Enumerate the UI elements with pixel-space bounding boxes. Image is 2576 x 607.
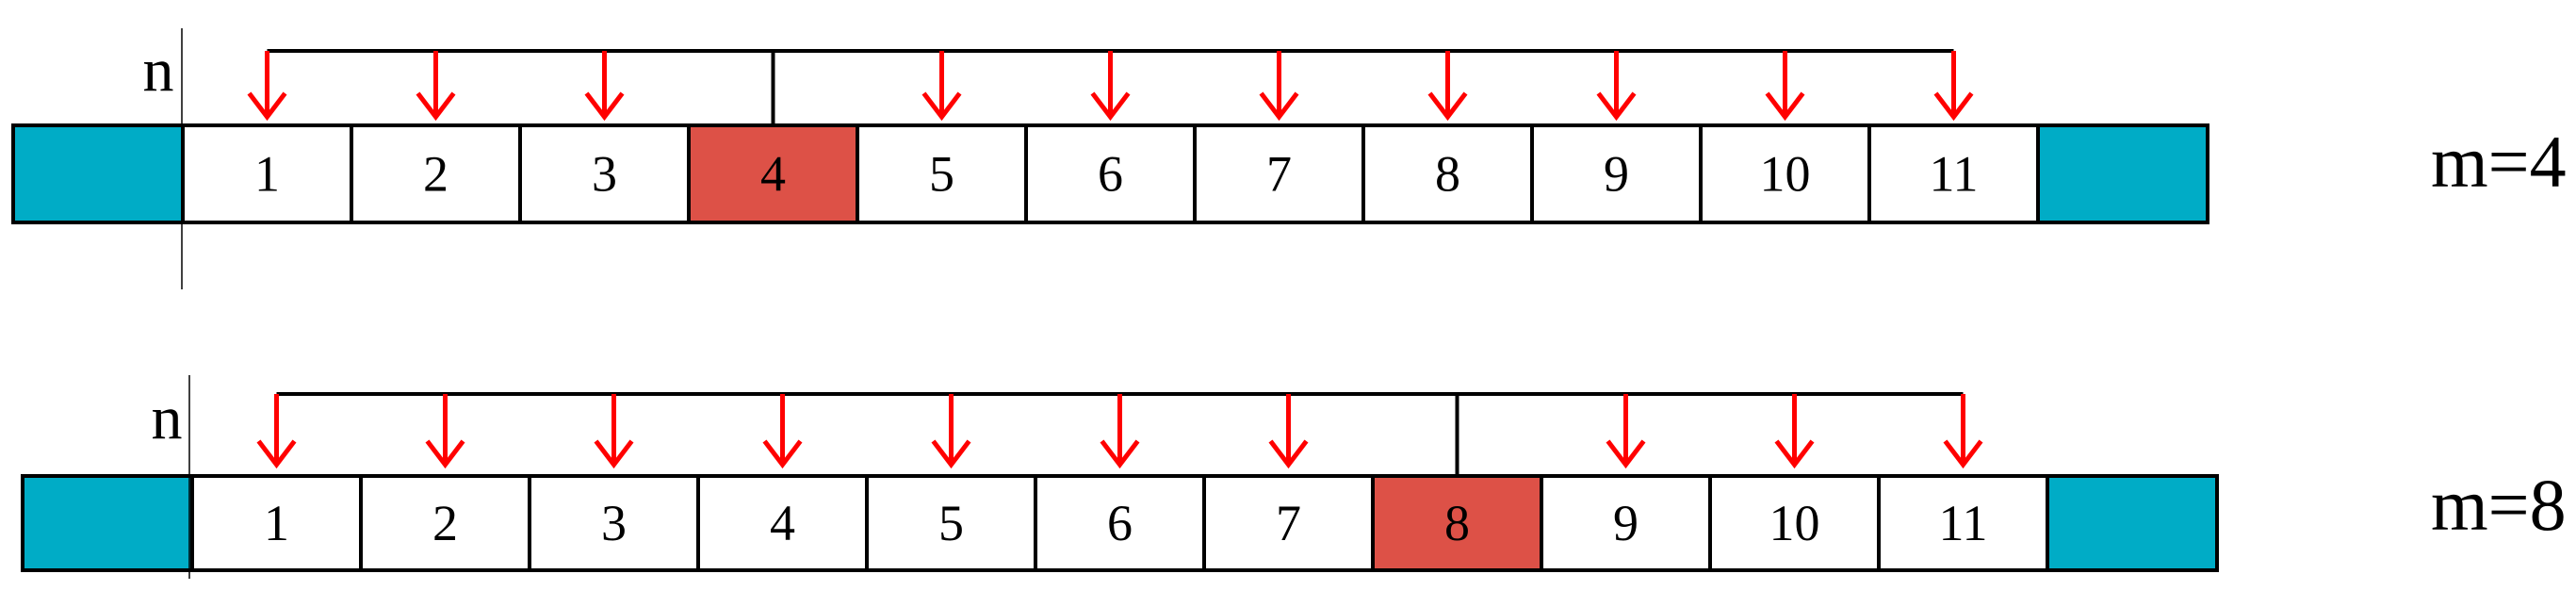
- array-cell: [856, 123, 1028, 224]
- array-cell: [1540, 474, 1712, 572]
- right-end-block: [2036, 123, 2209, 224]
- array-cell: [1530, 123, 1703, 224]
- cell-label: 9: [1613, 495, 1639, 551]
- array-cell: [1877, 474, 2049, 572]
- cell-label: 8: [1435, 146, 1460, 203]
- array-cell: [1202, 474, 1375, 572]
- cell-label: 1: [254, 146, 280, 203]
- down-arrow-icon: [1100, 394, 1140, 469]
- down-arrow-icon: [1943, 394, 1983, 469]
- down-arrow-icon: [1268, 394, 1309, 469]
- cell-label: 7: [1266, 146, 1292, 203]
- down-arrow-icon: [416, 51, 456, 122]
- cell-label: 6: [1098, 146, 1123, 203]
- array-cell: [1193, 123, 1365, 224]
- down-arrow-icon: [247, 51, 287, 122]
- row-m8: 1 2 3 4 5 6 7 8 9 10 11 n m=8: [21, 375, 2567, 579]
- m-label: m=4: [2431, 121, 2567, 203]
- cell-label: 2: [432, 495, 458, 551]
- cell-label: 5: [938, 495, 964, 551]
- m-label: m=8: [2431, 464, 2567, 546]
- down-arrow-icon: [256, 394, 297, 469]
- array-cell: [865, 474, 1037, 572]
- array-cell: [1034, 474, 1206, 572]
- array-cell: [528, 474, 700, 572]
- down-arrow-icon: [931, 394, 971, 469]
- down-arrow-icon: [1933, 51, 1974, 122]
- down-arrow-icon: [1596, 51, 1637, 122]
- cell-label: 5: [929, 146, 954, 203]
- array-cell: [359, 474, 531, 572]
- cell-label: 9: [1604, 146, 1629, 203]
- array-cell: [181, 123, 353, 224]
- cell-label: 11: [1939, 495, 1988, 551]
- cell-label: 2: [423, 146, 448, 203]
- down-arrow-icon: [594, 394, 634, 469]
- n-label: n: [143, 36, 174, 105]
- left-end-block: [11, 123, 185, 224]
- down-arrow-icon: [1259, 51, 1299, 122]
- down-arrow-icon: [425, 394, 465, 469]
- array-cell: [1361, 123, 1534, 224]
- cell-label: 7: [1276, 495, 1301, 551]
- array-cell: [350, 123, 522, 224]
- right-end-block: [2046, 474, 2219, 572]
- cell-label: 3: [601, 495, 627, 551]
- down-arrow-icon: [1765, 51, 1805, 122]
- down-arrow-icon: [762, 394, 803, 469]
- cell-label: 11: [1930, 146, 1979, 203]
- array-cell: [518, 123, 691, 224]
- cell-label: 6: [1107, 495, 1133, 551]
- array-cell: [1867, 123, 2040, 224]
- cell-label: 10: [1760, 146, 1811, 203]
- down-arrow-icon: [584, 51, 625, 122]
- down-arrow-icon: [1427, 51, 1468, 122]
- cell-label: 3: [592, 146, 617, 203]
- cell-label: 4: [760, 146, 786, 203]
- down-arrow-icon: [921, 51, 962, 122]
- array-cell: [1024, 123, 1197, 224]
- down-arrow-icon: [1774, 394, 1815, 469]
- down-arrow-icon: [1606, 394, 1646, 469]
- n-label: n: [152, 384, 183, 452]
- cell-label: 8: [1444, 495, 1470, 551]
- cell-label: 4: [770, 495, 795, 551]
- cell-label: 10: [1769, 495, 1820, 551]
- array-cell: [1699, 123, 1871, 224]
- down-arrow-icon: [1090, 51, 1131, 122]
- cell-label: 1: [264, 495, 289, 551]
- row-m4: 1 2 3 4 5 6 7 8 9 10 11 n m=4: [11, 28, 2567, 289]
- left-end-block: [21, 474, 194, 572]
